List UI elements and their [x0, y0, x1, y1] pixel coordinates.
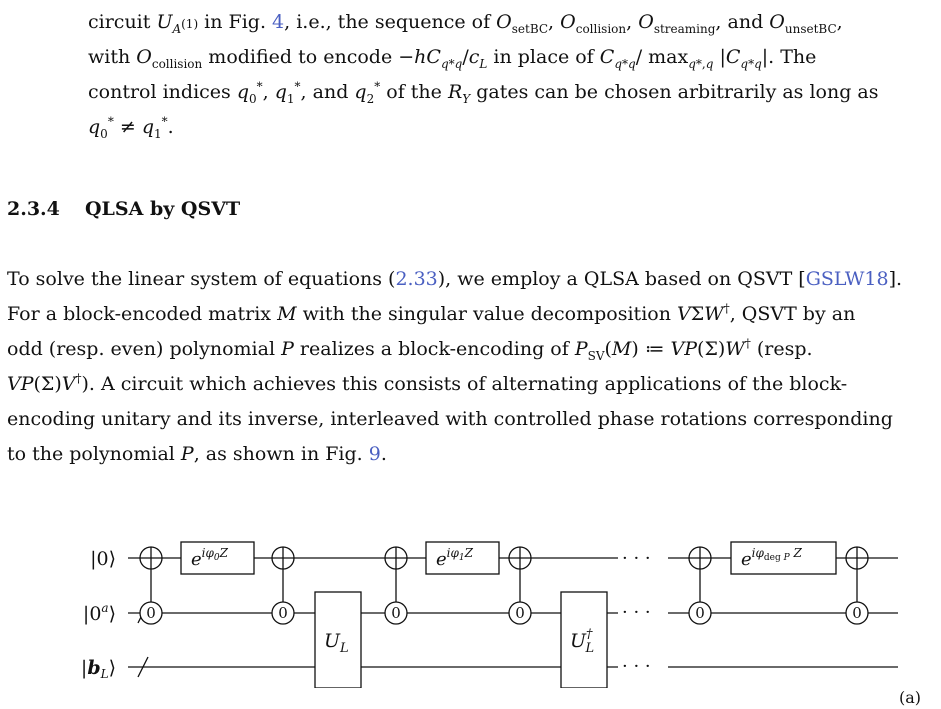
intro-line-3: control indices q0*, q1*, and q2* of the…: [88, 79, 879, 106]
control-label: 0: [695, 604, 705, 622]
control-label: 0: [146, 604, 156, 622]
wire-label-0: |0⟩: [90, 548, 116, 570]
intro-line-4: q0* ≠ q1*.: [88, 114, 174, 141]
body-line-3: odd (resp. even) polynomial P realizes a…: [7, 336, 813, 363]
section-number: 2.3.4: [7, 198, 60, 220]
bus-slash-2: [137, 656, 149, 678]
control-zero: [845, 601, 869, 625]
block-gate-UL-dagger: [560, 591, 608, 688]
ellipsis: · · ·: [622, 548, 651, 569]
control-label: 0: [852, 604, 862, 622]
eq-ref[interactable]: 2.33: [395, 268, 438, 290]
control-label: 0: [515, 604, 525, 622]
body-line-5: encoding unitary and its inverse, interl…: [7, 408, 893, 430]
body-line-2: For a block-encoded matrix M with the si…: [7, 301, 856, 325]
control-zero: [271, 601, 295, 625]
section-title: QLSA by QSVT: [85, 198, 241, 220]
intro-line-2: with Ocollision modified to encode −hCq*…: [88, 46, 817, 71]
ellipsis: · · ·: [622, 602, 651, 623]
phase-gate-0: [180, 541, 255, 575]
wire-label-1: |0a⟩: [83, 601, 116, 625]
intro-line-1: circuit UA(1) in Fig. 4, i.e., the seque…: [88, 11, 843, 36]
citation-gslw18[interactable]: GSLW18: [805, 268, 889, 290]
control-label: 0: [391, 604, 401, 622]
control-label: 0: [278, 604, 288, 622]
wire-label-2: |bL⟩: [81, 657, 116, 681]
control-zero: [384, 601, 408, 625]
phase-gate-1: [425, 541, 500, 575]
body-line-1: To solve the linear system of equations …: [7, 268, 903, 290]
body-line-4: VP(Σ)V†). A circuit which achieves this …: [7, 371, 848, 395]
block-gate-UL-dagger-label: U†L: [570, 627, 594, 656]
control-zero: [139, 601, 163, 625]
control-zero: [688, 601, 712, 625]
body-line-6: to the polynomial P, as shown in Fig. 9.: [7, 443, 387, 465]
ellipsis: · · ·: [622, 656, 651, 677]
fig-ref-9[interactable]: 9: [368, 443, 381, 465]
phase-gate-deg: [730, 541, 837, 575]
control-zero: [508, 601, 532, 625]
fig-ref-4[interactable]: 4: [272, 11, 285, 33]
caption-fragment: (a): [898, 688, 921, 707]
qsvt-circuit-diagram: |0⟩ |0a⟩ |bL⟩: [81, 541, 898, 688]
block-gate-UL: [314, 591, 362, 688]
section-heading: 2.3.4 QLSA by QSVT: [7, 198, 240, 220]
